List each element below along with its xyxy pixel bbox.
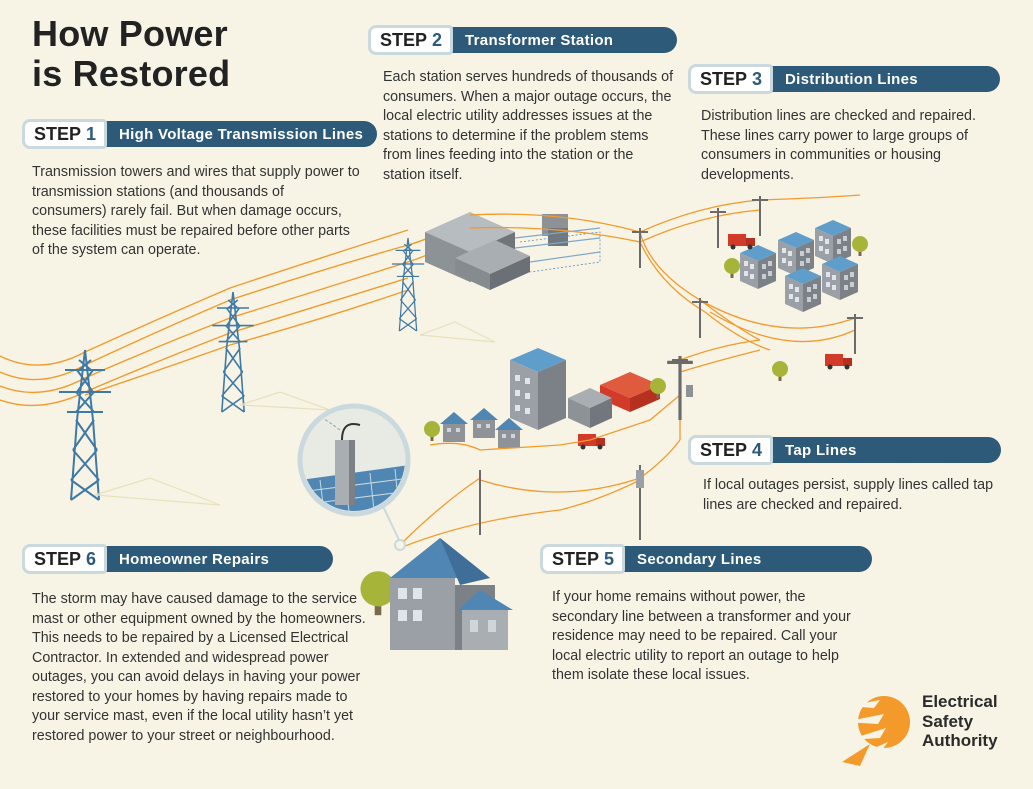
esa-logo-mark [842,696,910,766]
step-3-description: Distribution lines are checked and repai… [701,108,976,183]
step-word: STEP [34,548,82,569]
secondary-line [399,477,641,549]
step-1-description: Transmission towers and wires that suppl… [32,164,360,258]
logo-line-2: Safety [922,711,974,731]
step-word: STEP [552,548,600,569]
step-number: 6 [86,548,97,569]
esa-logo: Electrical Safety Authority [840,688,1015,768]
step-number: 2 [432,29,443,50]
step-word: STEP [380,29,428,50]
logo-line-3: Authority [922,731,998,750]
service-mast-zoom [297,403,411,551]
step-number: 5 [604,548,615,569]
step-4-description: If local outages persist, supply lines c… [703,477,994,513]
step-number: 3 [752,68,763,89]
step-6-title: Homeowner Repairs [119,550,270,568]
transformer-station [425,212,601,290]
step-2-title: Transformer Station [465,31,614,49]
title-line-2: is Restored [32,53,231,94]
transmission-lines [0,214,471,407]
step-number: 4 [752,439,763,460]
step-number: 1 [86,123,97,144]
step-3-title: Distribution Lines [785,70,918,88]
home [360,538,513,650]
page-title: How Power is Restored [32,14,230,94]
step-word: STEP [700,68,748,89]
transmission-tower [391,237,425,332]
step-5-description: If your home remains without power, the … [552,589,851,683]
esa-logo-text: Electrical Safety Authority [922,692,998,751]
town [424,348,666,450]
step-5-title: Secondary Lines [637,550,762,568]
logo-line-1: Electrical [922,692,998,711]
step-4-title: Tap Lines [785,441,857,459]
step-6-description: The storm may have caused damage to the … [32,591,366,744]
step-word: STEP [34,123,82,144]
transmission-tower [211,291,255,413]
title-line-1: How Power [32,13,228,54]
transmission-tower [58,349,112,501]
step-1-title: High Voltage Transmission Lines [119,125,364,143]
housing-development [724,220,868,381]
step-word: STEP [700,439,748,460]
step-2-description: Each station serves hundreds of thousand… [383,69,674,183]
